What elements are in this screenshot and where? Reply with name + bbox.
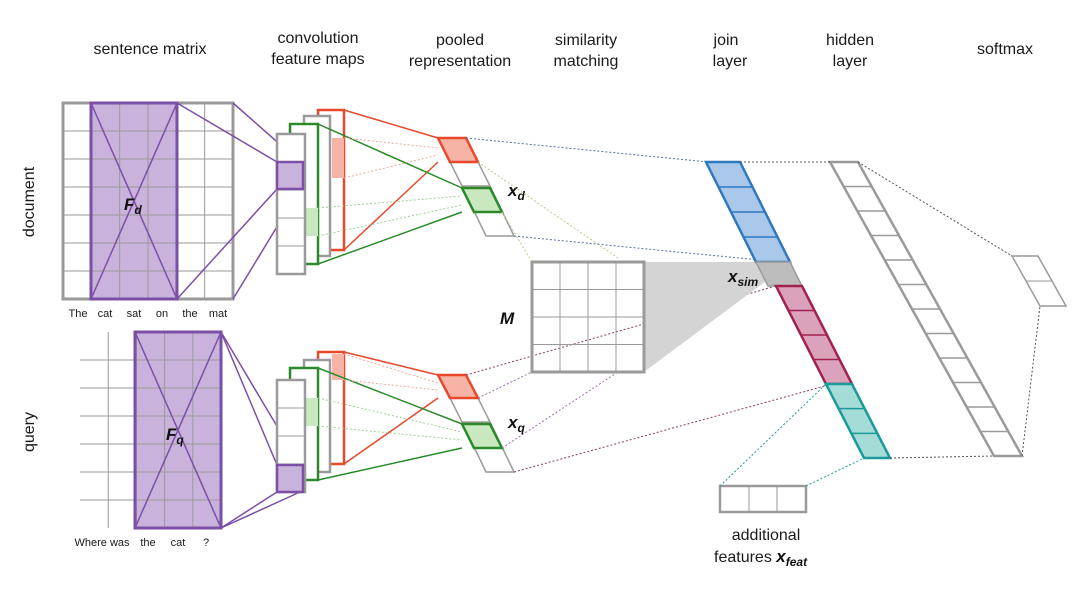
- title-hidden: hidden: [826, 32, 874, 49]
- pooled-representation-query: xq: [435, 373, 525, 473]
- query-red-highlight: [332, 354, 344, 380]
- title-feature-maps: feature maps: [271, 51, 364, 68]
- title-matching: matching: [554, 53, 619, 70]
- title-pooled: pooled: [436, 32, 484, 49]
- xq-slot-mid: [448, 397, 492, 423]
- query-feature-maps: [275, 350, 346, 494]
- query-conv-output-cell: [275, 463, 305, 494]
- title-hidden-layer: layer: [833, 53, 868, 70]
- xd-label: xd: [507, 181, 525, 203]
- query-matrix-grid: [80, 332, 221, 528]
- doc-red-highlight: [332, 138, 344, 178]
- title-representation: representation: [409, 53, 511, 70]
- doc-feature-map-front: [275, 132, 307, 276]
- doc-word-4: on: [156, 308, 168, 320]
- join-layer: xsim: [703, 160, 893, 460]
- fq-diagonal-2: [134, 331, 222, 529]
- m-label: M: [500, 309, 515, 328]
- doc-pooling-connections: [317, 109, 463, 265]
- pooled-representation-doc: xd: [435, 136, 525, 237]
- similarity-matrix-border: [530, 260, 646, 374]
- row-label-document: document: [21, 166, 38, 237]
- doc-word-3: sat: [127, 308, 142, 320]
- title-convolution: convolution: [278, 30, 359, 47]
- document-matrix-grid: [63, 103, 233, 299]
- xd-green-cell: [459, 186, 505, 214]
- query-sentence-matrix: Fq: [80, 330, 223, 530]
- xq-label: xq: [507, 413, 525, 435]
- doc-word-6: mat: [209, 308, 227, 320]
- query-pooling-connections: [317, 351, 463, 481]
- doc-word-2: cat: [98, 308, 113, 320]
- additional-caption-line2: features xfeat: [714, 547, 808, 569]
- xd-red-cell: [435, 136, 481, 164]
- document-feature-maps: [275, 108, 346, 276]
- join-layer-cells: [718, 186, 878, 435]
- fq-label: Fq: [166, 425, 184, 447]
- title-softmax: softmax: [977, 41, 1033, 58]
- xq-red-cell: [435, 373, 481, 400]
- pooled-to-matrix-connections: [465, 137, 833, 473]
- query-word-3: cat: [171, 537, 186, 549]
- doc-word-5: the: [182, 308, 197, 320]
- additional-caption-line1: additional: [732, 527, 801, 544]
- query-word-4: ?: [203, 537, 209, 549]
- title-sentence-matrix: sentence matrix: [94, 41, 207, 58]
- xq-green-cell: [459, 422, 505, 450]
- title-similarity: similarity: [555, 32, 617, 49]
- fq-filter-border: [133, 330, 223, 530]
- xd-slot-mid: [448, 161, 492, 187]
- title-join-layer: layer: [713, 53, 748, 70]
- row-label-query: query: [21, 412, 38, 452]
- query-word-2: the: [140, 537, 155, 549]
- doc-word-1: The: [69, 308, 88, 320]
- title-join: join: [713, 32, 739, 49]
- doc-green-highlight: [306, 208, 318, 236]
- similarity-matrix-grid: [532, 262, 644, 372]
- fd-label: Fd: [124, 195, 142, 217]
- fd-filter-border: [89, 101, 179, 301]
- join-xfeat-segment: [823, 382, 893, 460]
- document-sentence-matrix: Fd: [61, 101, 235, 301]
- xfeat-vector: [718, 484, 808, 514]
- query-green-highlight: [306, 398, 318, 426]
- hidden-layer-cells: [843, 185, 1009, 433]
- doc-conv-output-cell: [275, 160, 305, 191]
- softmax-layer: [1010, 255, 1068, 307]
- similarity-matrix: M: [500, 260, 770, 374]
- similarity-projection-shade: [644, 262, 770, 372]
- xsim-label: xsim: [727, 267, 758, 289]
- fd-diagonal-2: [90, 102, 178, 300]
- additional-features: additional features xfeat: [714, 383, 865, 569]
- query-word-1: Where was: [74, 537, 130, 549]
- dense-connections: [740, 161, 1041, 459]
